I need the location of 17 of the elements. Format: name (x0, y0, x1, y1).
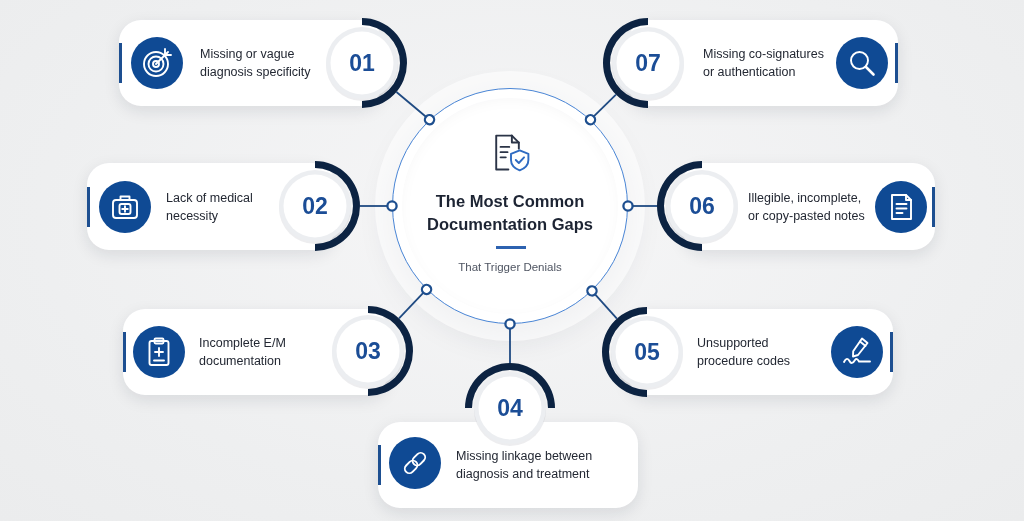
card-text: Missing linkage between diagnosis and treatment (456, 448, 594, 483)
connector-line (398, 283, 433, 320)
connector-line (622, 200, 658, 212)
card-text: Lack of medical necessity (166, 189, 254, 225)
connector-line (504, 318, 516, 364)
connector-line (395, 91, 436, 126)
card-text: Unsupported procedure codes (697, 335, 792, 370)
card-text: Missing co-signatures or authentication (703, 46, 825, 81)
connector-line (359, 200, 398, 212)
card-text: Incomplete E/M documentation (199, 335, 287, 370)
hub-title: The Most Common Documentation Gaps (426, 191, 594, 235)
card-text: Illegible, incomplete, or copy-pasted notes (748, 189, 866, 225)
card-text: Missing or vague diagnosis specificity (200, 46, 312, 81)
hub-subtitle: That Trigger Denials (458, 260, 562, 274)
connector-line (586, 285, 618, 320)
connector-line (584, 93, 617, 126)
gap-card (378, 422, 638, 508)
